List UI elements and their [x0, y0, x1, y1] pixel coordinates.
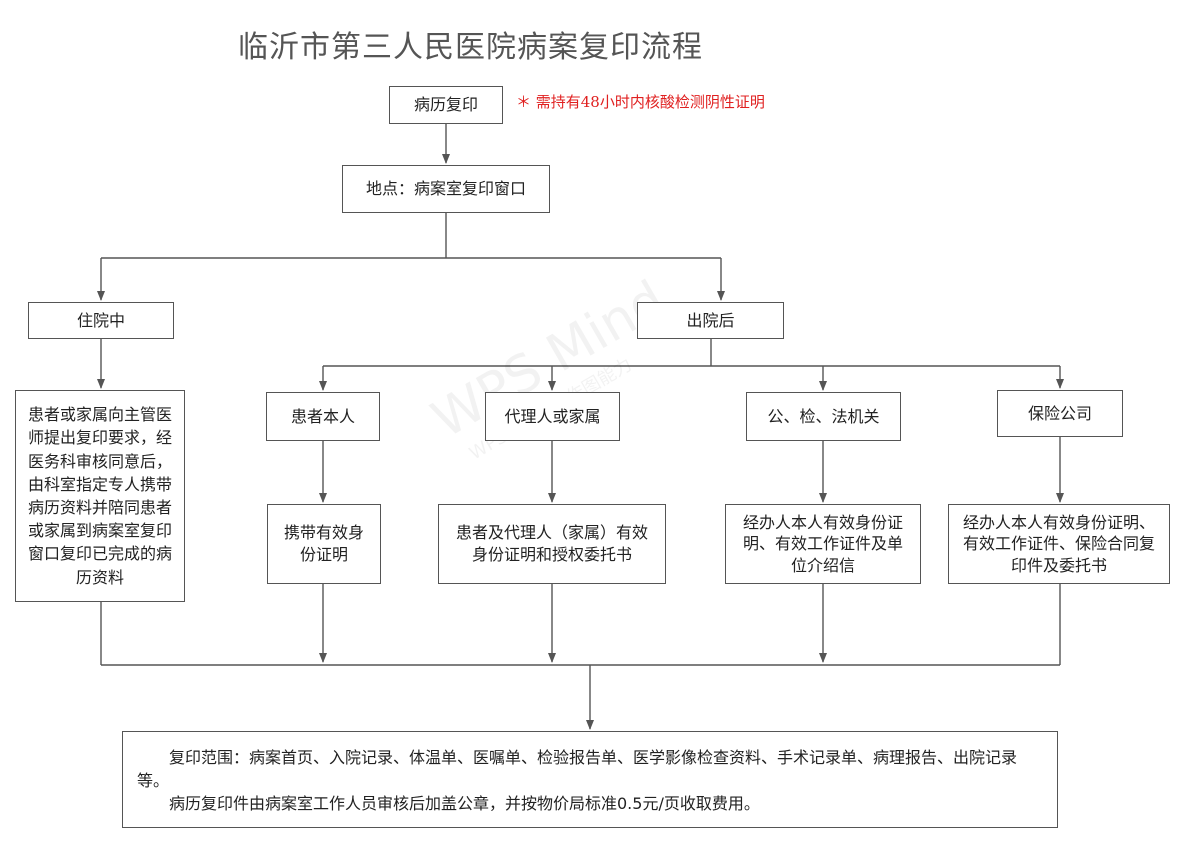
node-insurance: 保险公司: [997, 390, 1123, 437]
node-start: 病历复印: [389, 86, 503, 124]
fee-text: 病历复印件由病案室工作人员审核后加盖公章，并按物价局标准0.5元/页收取费用。: [169, 794, 760, 814]
node-inpatient-detail: 患者或家属向主管医师提出复印要求，经医务科审核同意后，由科室指定专人携带病历资料…: [15, 390, 185, 602]
node-discharged: 出院后: [637, 302, 784, 339]
requirement-note: ＊ 需持有48小时内核酸检测阴性证明: [516, 93, 765, 111]
node-agent-requirement: 患者及代理人（家属）有效身份证明和授权委托书: [438, 504, 666, 584]
copy-scope-text: 复印范围：病案首页、入院记录、体温单、医嘱单、检验报告单、医学影像检查资料、手术…: [137, 748, 1018, 791]
node-agent: 代理人或家属: [485, 392, 620, 441]
node-authority: 公、检、法机关: [746, 392, 901, 441]
node-self-requirement: 携带有效身份证明: [267, 504, 381, 584]
node-location: 地点：病案室复印窗口: [342, 165, 550, 213]
node-inpatient: 住院中: [28, 302, 174, 339]
page-title: 临沂市第三人民医院病案复印流程: [238, 30, 703, 65]
node-self: 患者本人: [266, 392, 380, 441]
node-insurance-requirement: 经办人本人有效身份证明、有效工作证件、保险合同复印件及委托书: [948, 504, 1170, 584]
copy-scope-box: 复印范围：病案首页、入院记录、体温单、医嘱单、检验报告单、医学影像检查资料、手术…: [122, 731, 1058, 828]
node-authority-requirement: 经办人本人有效身份证明、有效工作证件及单位介绍信: [725, 504, 921, 584]
